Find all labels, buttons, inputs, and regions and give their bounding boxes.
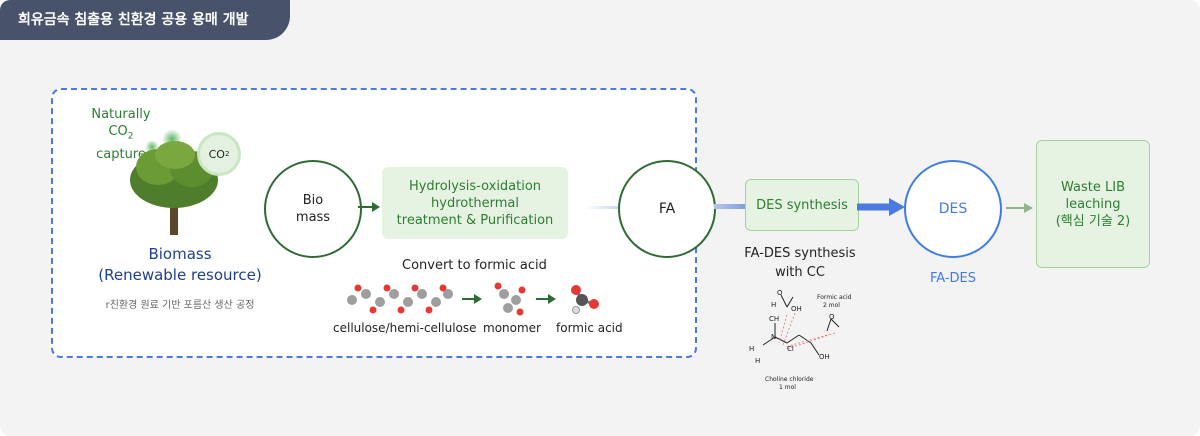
arrow-icon	[462, 294, 482, 304]
arrow-icon	[358, 202, 380, 212]
formic-mol-label: 2 mol	[823, 302, 840, 309]
fa-circle: FA	[618, 160, 716, 258]
formic-acid-label: formic acid	[556, 321, 623, 335]
arrow-head	[889, 198, 905, 216]
biomass-subtitle: (Renewable resource)	[98, 266, 262, 284]
arrow-head	[474, 294, 482, 304]
co2-capture-text: CO2 capture	[86, 123, 156, 163]
monomer-label: monomer	[483, 321, 541, 335]
monomer-molecule-image	[494, 282, 526, 316]
arrow-head	[548, 294, 556, 304]
ch3-label: CH	[769, 315, 779, 323]
waste-line1: Waste LIB	[1061, 179, 1125, 195]
co2-bubble-sub: 2	[224, 150, 230, 158]
waste-line3: (핵심 기술 2)	[1055, 213, 1131, 229]
connector-line	[585, 206, 619, 209]
cellulose-label: cellulose/hemi-cellulose	[333, 321, 477, 335]
h3c-label-2: H	[755, 357, 760, 365]
tree-canopy-highlight	[155, 141, 195, 169]
biomass-label: Biomass (Renewable resource)	[90, 244, 270, 286]
molecule-atoms	[347, 289, 453, 307]
co2-bubble-text: CO	[208, 147, 225, 161]
naturally-text: Naturally	[91, 107, 151, 122]
molecule-oxygen-atoms	[494, 282, 526, 316]
h3c-label: H	[749, 345, 754, 353]
n-plus-label: N	[771, 333, 776, 341]
oxygen-atom	[589, 299, 599, 309]
arrow-head	[372, 202, 380, 212]
waste-line2: leaching	[1065, 196, 1121, 212]
fa-des-caption-line1: FA-DES synthesis	[744, 246, 856, 261]
arrow-icon	[536, 294, 556, 304]
o-label-2: O	[829, 313, 835, 321]
fa-des-caption: FA-DES synthesis with CC	[735, 244, 865, 282]
biomass-circle: Bio mass	[264, 160, 362, 258]
molecule-oxygen-atoms	[354, 284, 447, 314]
structure-bonds	[762, 294, 840, 356]
formic-acid-structure-label: Formic acid	[817, 294, 852, 301]
carbon-atom	[576, 294, 588, 306]
biomass-circle-line1: Bio	[302, 193, 324, 208]
hydrogen-atom	[572, 306, 580, 314]
des-circle: DES	[904, 160, 1002, 258]
process-line3: treatment & Purification	[396, 212, 554, 228]
biomass-title: Biomass	[148, 245, 212, 263]
arrow-icon	[857, 198, 905, 216]
choline-mol-label: 1 mol	[779, 384, 796, 391]
hydrogen-bonds	[778, 312, 836, 350]
des-synthesis-box: DES synthesis	[745, 179, 859, 231]
arrow-head	[1024, 203, 1033, 213]
fa-des-label: FA-DES	[929, 271, 977, 286]
h-label: H	[771, 301, 776, 309]
convert-title: Convert to formic acid	[402, 258, 547, 273]
tree-illustration	[130, 129, 218, 235]
co2-sub: 2	[127, 131, 134, 142]
page-title-tab: 희유금속 침출용 친환경 공용 용매 개발	[0, 0, 290, 40]
oh-label-2: OH	[819, 353, 830, 361]
oxygen-atom	[571, 285, 581, 295]
co2-capture-label: Naturally CO2 capture	[86, 106, 156, 163]
cellulose-molecule-image	[347, 284, 453, 314]
formic-acid-molecule-image	[571, 285, 599, 314]
connector-line	[714, 204, 746, 209]
biomass-note: r친환경 원료 기반 포름산 생산 공정	[105, 300, 255, 311]
capture-text: capture	[96, 146, 146, 162]
process-line2: hydrothermal	[431, 195, 519, 211]
tree-trunk	[170, 197, 178, 235]
fa-des-caption-line2: with CC	[775, 265, 825, 280]
arrow-icon	[1006, 203, 1033, 213]
cl-label: Cl	[787, 345, 794, 353]
biomass-circle-line2: mass	[295, 210, 331, 225]
co2-text: CO	[108, 124, 128, 139]
process-line1: Hydrolysis-oxidation	[408, 178, 542, 194]
choline-label: Choline chloride	[765, 376, 814, 383]
o-label: O	[777, 289, 783, 297]
molecule-atoms	[499, 289, 521, 313]
oh-label: OH	[791, 305, 802, 313]
des-chemical-structure: O OH H Formic acid 2 mol CH N Cl H H OH …	[749, 289, 852, 391]
